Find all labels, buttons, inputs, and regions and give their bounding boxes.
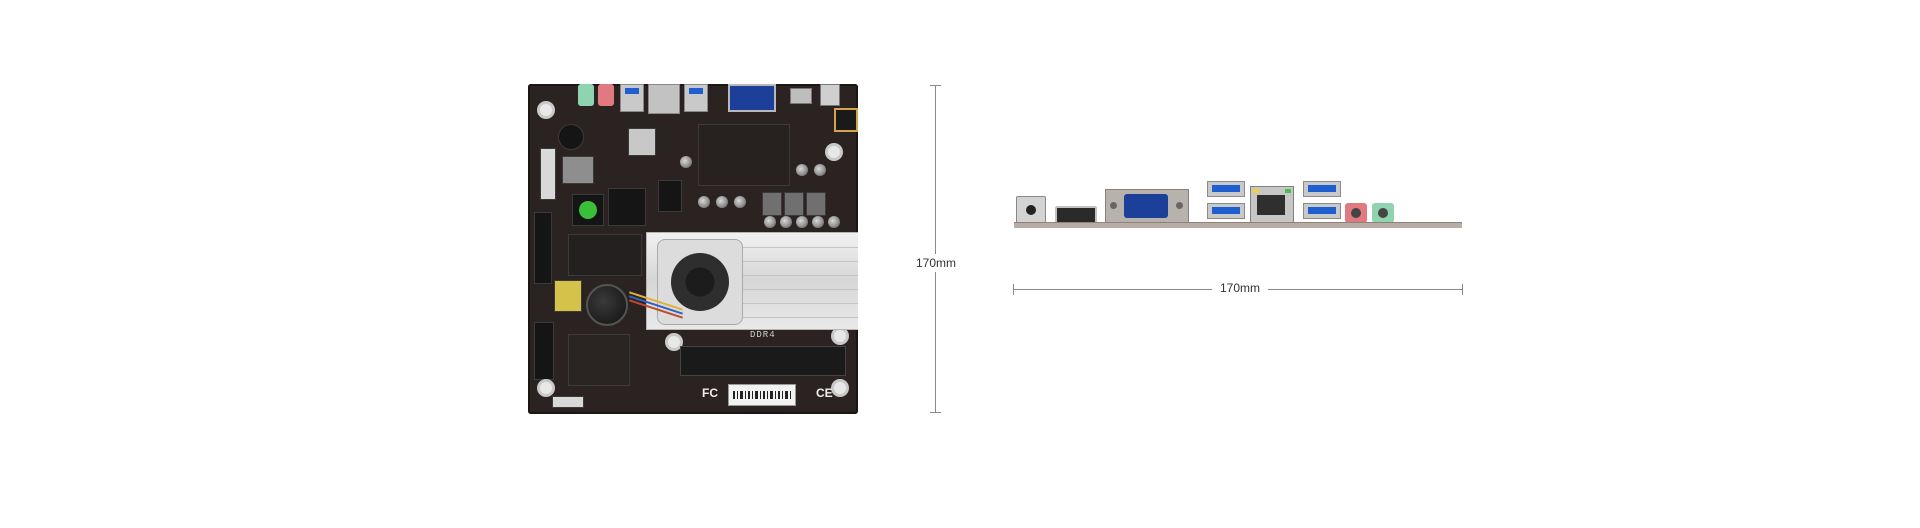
vga-port-top <box>728 84 776 112</box>
dimm-slot-label: DDR4 <box>750 330 776 340</box>
height-dimension-label: 170mm <box>908 254 964 272</box>
ic-chip <box>572 194 604 226</box>
pwm-chip <box>658 180 682 212</box>
ethernet-port <box>1250 186 1294 224</box>
usb3-port-4 <box>1303 203 1341 219</box>
mount-hole-top-left <box>540 104 552 116</box>
height-dimension-tick-top <box>930 85 941 86</box>
mount-hole-dimm <box>834 330 846 342</box>
usb3-port-1 <box>1207 181 1245 197</box>
usb-port-top-1 <box>620 84 644 112</box>
memory-chips <box>568 234 642 276</box>
bottom-header <box>552 396 584 408</box>
ce-mark: CE <box>816 386 833 400</box>
mount-hole-mid <box>668 336 680 348</box>
controller-chip <box>608 188 646 226</box>
usb3-port-3 <box>1303 181 1341 197</box>
logo-emblem <box>628 128 656 156</box>
audio-out-port <box>578 84 594 106</box>
mic-in-port <box>598 84 614 106</box>
width-dimension-tick-right <box>1462 284 1463 295</box>
height-dimension-line <box>935 86 936 412</box>
hdmi-port-top <box>790 88 812 104</box>
mount-hole-top-right <box>828 146 840 158</box>
header-pins <box>554 280 582 312</box>
barcode-sticker <box>728 384 796 406</box>
ddr4-sodimm-slot <box>680 346 846 376</box>
fan-rotor <box>671 253 729 311</box>
sim-slot <box>562 156 594 184</box>
inductor-1 <box>762 192 782 216</box>
mic-in-jack <box>1345 203 1367 223</box>
m2-slot-bottom <box>534 322 554 380</box>
audio-out-jack <box>1372 203 1394 223</box>
fcc-mark: FC <box>702 386 718 400</box>
motherboard-top-view: DDR4 FC CE <box>528 84 858 414</box>
ethernet-port-top <box>648 84 680 114</box>
dc-in-port-top <box>820 84 840 106</box>
side-label <box>540 148 556 200</box>
io-panel-pcb-edge <box>1014 222 1462 228</box>
vga-port <box>1105 189 1189 224</box>
buzzer <box>558 124 584 150</box>
vrm-area <box>698 124 790 186</box>
usb-port-top-2 <box>684 84 708 112</box>
lower-components <box>568 334 630 386</box>
cooling-fan-icon <box>657 239 743 325</box>
power-connector <box>834 108 858 132</box>
cmos-battery <box>586 284 628 326</box>
mount-hole-bottom-left <box>540 382 552 394</box>
inductor-3 <box>806 192 826 216</box>
dc-in-port <box>1016 196 1046 224</box>
mount-hole-bottom-right <box>834 382 846 394</box>
inductor-2 <box>784 192 804 216</box>
width-dimension-label: 170mm <box>1212 281 1268 295</box>
height-dimension-tick-bottom <box>930 412 941 413</box>
width-dimension-tick-left <box>1013 284 1014 295</box>
usb3-port-2 <box>1207 203 1245 219</box>
m2-slot-left <box>534 212 552 284</box>
